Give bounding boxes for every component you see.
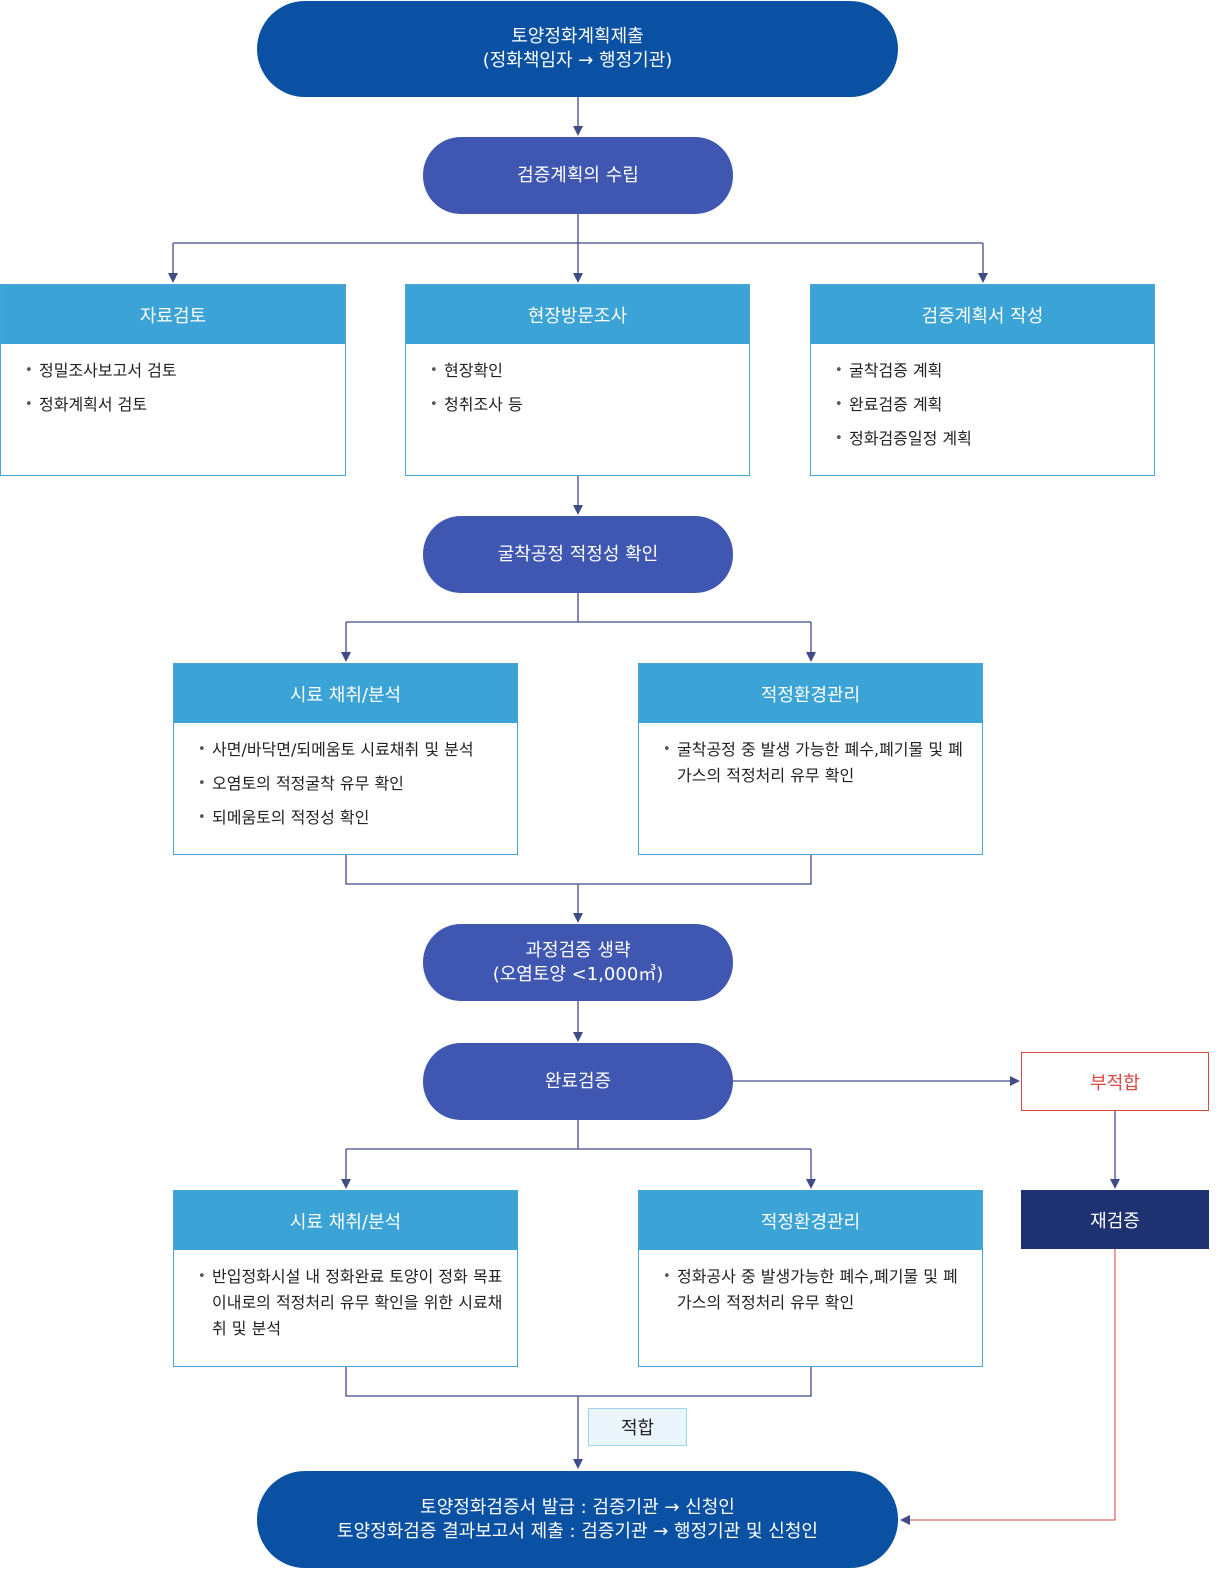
node-issue-line2: 토양정화검증 결과보고서 제출 : 검증기관 → 행정기관 및 신청인: [337, 1520, 818, 1542]
node-process-skip: 과정검증 생략 (오염토양 <1,000㎥): [423, 924, 733, 1001]
box-env-mgmt-final-list: 정화공사 중 발생가능한 폐수,폐기물 및 폐가스의 적정처리 유무 확인: [639, 1250, 982, 1316]
box-data-review: 자료검토 정밀조사보고서 검토 정화계획서 검토: [0, 284, 346, 476]
box-data-review-list: 정밀조사보고서 검토 정화계획서 검토: [1, 344, 345, 418]
list-item: 반입정화시설 내 정화완료 토양이 정화 목표 이내로의 적정처리 유무 확인을…: [198, 1264, 503, 1342]
node-process-skip-line1: 과정검증 생략: [525, 939, 631, 961]
box-sampling-final: 시료 채취/분석 반입정화시설 내 정화완료 토양이 정화 목표 이내로의 적정…: [173, 1190, 518, 1367]
box-data-review-title: 자료검토: [1, 285, 345, 344]
box-env-mgmt-final-title: 적정환경관리: [639, 1191, 982, 1250]
list-item: 굴착공정 중 발생 가능한 폐수,폐기물 및 폐가스의 적정처리 유무 확인: [663, 737, 968, 789]
node-excavation-check-label: 굴착공정 적정성 확인: [497, 543, 659, 565]
list-item: 굴착검증 계획: [835, 358, 1140, 384]
fail-box: 부적합: [1021, 1052, 1209, 1111]
pass-label: 적합: [588, 1408, 687, 1446]
node-submit: 토양정화계획제출 (정화책임자 → 행정기관): [257, 1, 898, 97]
list-item: 정화공사 중 발생가능한 폐수,폐기물 및 폐가스의 적정처리 유무 확인: [663, 1264, 968, 1316]
node-final-verification: 완료검증: [423, 1043, 733, 1120]
box-plan-doc: 검증계획서 작성 굴착검증 계획 완료검증 계획 정화검증일정 계획: [810, 284, 1155, 476]
list-item: 청취조사 등: [430, 392, 735, 418]
box-sampling-excavation-title: 시료 채취/분석: [174, 664, 517, 723]
node-excavation-check: 굴착공정 적정성 확인: [423, 516, 733, 593]
box-site-visit-title: 현장방문조사: [406, 285, 749, 344]
node-issue-line1: 토양정화검증서 발급 : 검증기관 → 신청인: [420, 1496, 735, 1518]
box-sampling-final-title: 시료 채취/분석: [174, 1191, 517, 1250]
list-item: 정화계획서 검토: [25, 392, 331, 418]
list-item: 사면/바닥면/되메움토 시료채취 및 분석: [198, 737, 503, 763]
list-item: 정밀조사보고서 검토: [25, 358, 331, 384]
line-retest-to-issue: [900, 1249, 1116, 1525]
list-item: 되메움토의 적정성 확인: [198, 805, 503, 831]
box-env-mgmt-excavation-list: 굴착공정 중 발생 가능한 폐수,폐기물 및 폐가스의 적정처리 유무 확인: [639, 723, 982, 789]
box-env-mgmt-excavation-title: 적정환경관리: [639, 664, 982, 723]
list-item: 정화검증일정 계획: [835, 426, 1140, 452]
box-sampling-final-list: 반입정화시설 내 정화완료 토양이 정화 목표 이내로의 적정처리 유무 확인을…: [174, 1250, 517, 1342]
node-process-skip-line2: (오염토양 <1,000㎥): [492, 963, 664, 985]
node-issue: 토양정화검증서 발급 : 검증기관 → 신청인 토양정화검증 결과보고서 제출 …: [257, 1471, 898, 1568]
line-stage2-merge: [345, 855, 812, 885]
box-plan-doc-title: 검증계획서 작성: [811, 285, 1154, 344]
box-site-visit-list: 현장확인 청취조사 등: [406, 344, 749, 418]
box-env-mgmt-final: 적정환경관리 정화공사 중 발생가능한 폐수,폐기물 및 폐가스의 적정처리 유…: [638, 1190, 983, 1367]
box-plan-doc-list: 굴착검증 계획 완료검증 계획 정화검증일정 계획: [811, 344, 1154, 452]
retest-box: 재검증: [1021, 1190, 1209, 1249]
node-submit-line1: 토양정화계획제출: [511, 26, 644, 47]
list-item: 현장확인: [430, 358, 735, 384]
box-env-mgmt-excavation: 적정환경관리 굴착공정 중 발생 가능한 폐수,폐기물 및 폐가스의 적정처리 …: [638, 663, 983, 855]
node-plan-label: 검증계획의 수립: [517, 164, 639, 186]
box-site-visit: 현장방문조사 현장확인 청취조사 등: [405, 284, 750, 476]
node-submit-line2: (정화책임자 → 행정기관): [482, 50, 673, 71]
line-stage3-merge: [345, 1367, 812, 1397]
list-item: 완료검증 계획: [835, 392, 1140, 418]
box-sampling-excavation-list: 사면/바닥면/되메움토 시료채취 및 분석 오염토의 적정굴착 유무 확인 되메…: [174, 723, 517, 831]
node-final-verification-label: 완료검증: [544, 1070, 612, 1092]
list-item: 오염토의 적정굴착 유무 확인: [198, 771, 503, 797]
box-sampling-excavation: 시료 채취/분석 사면/바닥면/되메움토 시료채취 및 분석 오염토의 적정굴착…: [173, 663, 518, 855]
node-plan: 검증계획의 수립: [423, 137, 733, 214]
